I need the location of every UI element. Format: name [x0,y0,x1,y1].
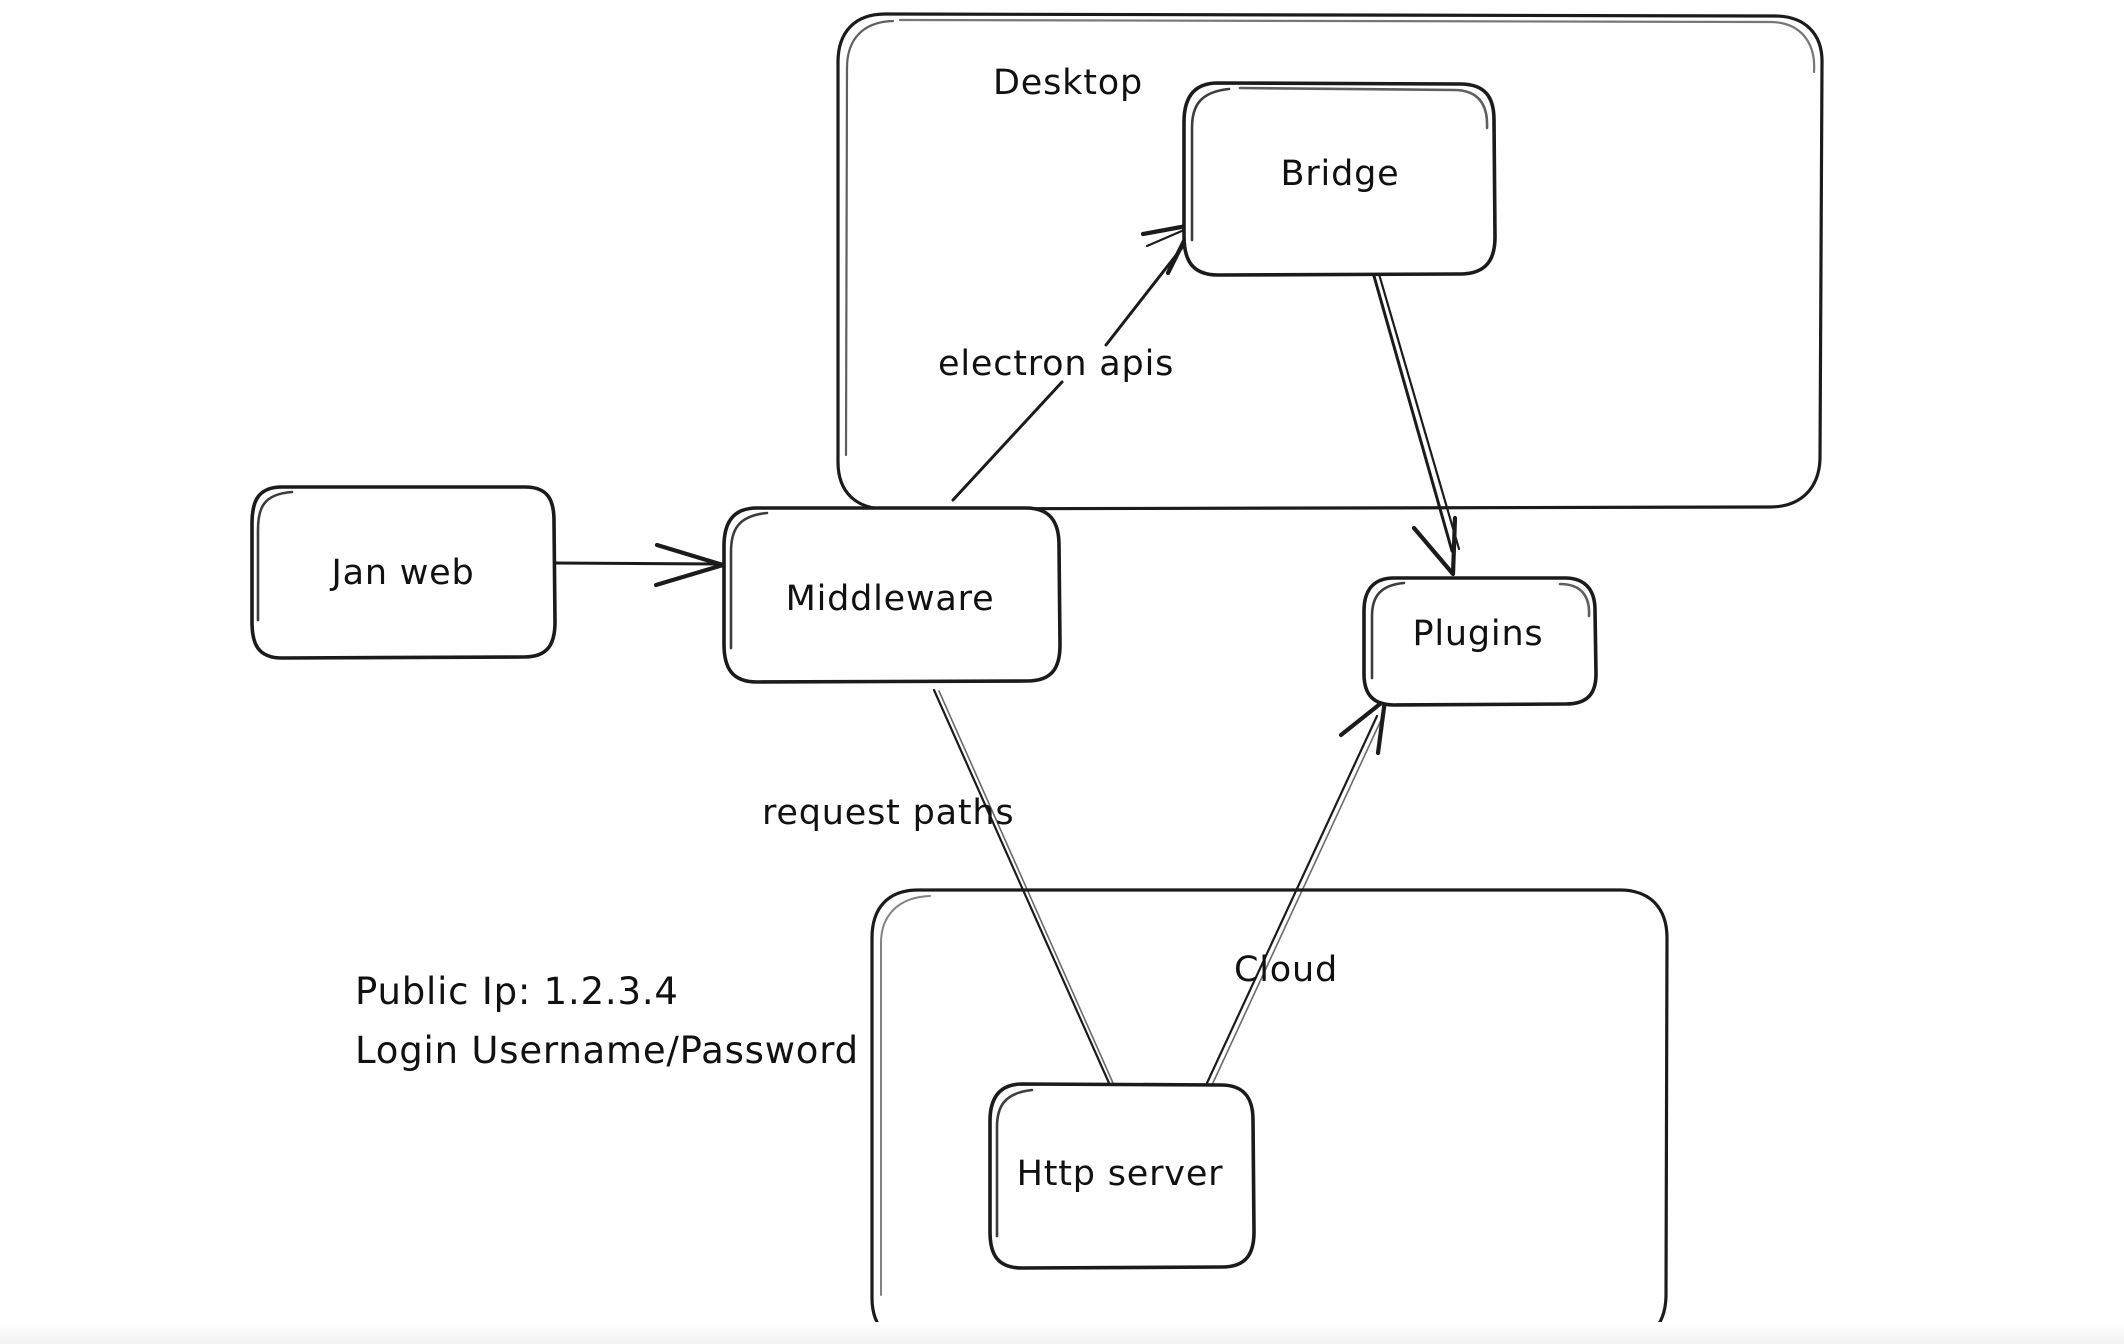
edge-label-request-paths-text: request paths [762,793,1014,833]
note-line-login: Login Username/Password [355,1029,859,1072]
edge-bridge-to-plugins-line-b [1377,272,1461,551]
edge-httpserver-to-plugins[interactable] [1205,697,1388,1086]
edge-janweb-to-middleware-line [551,561,722,566]
cloud-boundary-sketch-inner [880,895,931,1296]
public-ip-note: Public Ip: 1.2.3.4 Login Username/Passwo… [355,970,859,1072]
desktop-label: Desktop [993,63,1143,103]
edge-httpserver-to-plugins-line-b [1211,717,1383,1086]
node-http-server-label: Http server [1017,1154,1224,1194]
edge-label-electron-apis: electron apis [938,344,1174,384]
edge-middleware-to-httpserver[interactable] [932,688,1118,1094]
node-middleware-box-sketch [729,511,769,650]
node-bridge-box-sketch [1190,87,1231,242]
edge-bridge-to-plugins-line [1372,274,1454,553]
edge-middleware-to-httpserver-line [932,688,1115,1094]
edge-label-cloud: Cloud [1234,950,1338,990]
desktop-boundary [836,12,1824,511]
node-jan-web-label: Jan web [329,553,474,593]
container-cloud[interactable] [870,888,1669,1344]
node-jan-web-box-sketch [256,490,294,622]
edge-middleware-to-httpserver-line-b [938,690,1118,1093]
edge-httpserver-to-plugins-line [1205,714,1379,1085]
node-bridge-box-sketch-top [1238,86,1489,130]
node-http-server[interactable]: Http server [988,1082,1256,1270]
edge-middleware-to-bridge-lower [951,380,1064,502]
edge-janweb-to-middleware[interactable] [551,542,726,588]
node-http-server-box-sketch [995,1088,1034,1238]
node-middleware-label: Middleware [786,579,995,619]
node-plugins-label: Plugins [1413,614,1544,654]
node-jan-web[interactable]: Jan web [250,485,557,660]
node-middleware-box [722,506,1062,684]
bottom-edge-strip [0,1322,2124,1344]
edge-label-cloud-text: Cloud [1234,950,1338,990]
node-bridge[interactable]: Bridge [1182,81,1497,277]
node-http-server-box [988,1082,1256,1270]
edge-bridge-to-plugins[interactable] [1372,272,1461,577]
node-plugins-box [1362,576,1598,707]
edge-label-electron-apis-text: electron apis [938,344,1174,384]
desktop-boundary-sketch-inner [844,19,895,457]
cloud-boundary [870,888,1669,1344]
node-plugins-box-sketch [1370,581,1406,680]
desktop-boundary-sketch-top [898,18,1816,74]
node-middleware[interactable]: Middleware [722,506,1062,684]
container-desktop[interactable]: Desktop [836,12,1824,511]
node-plugins-box-sketch-right [1558,582,1591,618]
node-bridge-label: Bridge [1281,154,1400,194]
node-jan-web-box [250,485,557,660]
node-bridge-box [1182,81,1497,277]
edge-bridge-to-plugins-arrowhead [1411,515,1458,577]
edge-label-request-paths: request paths [762,793,1014,833]
node-plugins[interactable]: Plugins [1362,576,1598,707]
note-line-public-ip: Public Ip: 1.2.3.4 [355,970,679,1013]
